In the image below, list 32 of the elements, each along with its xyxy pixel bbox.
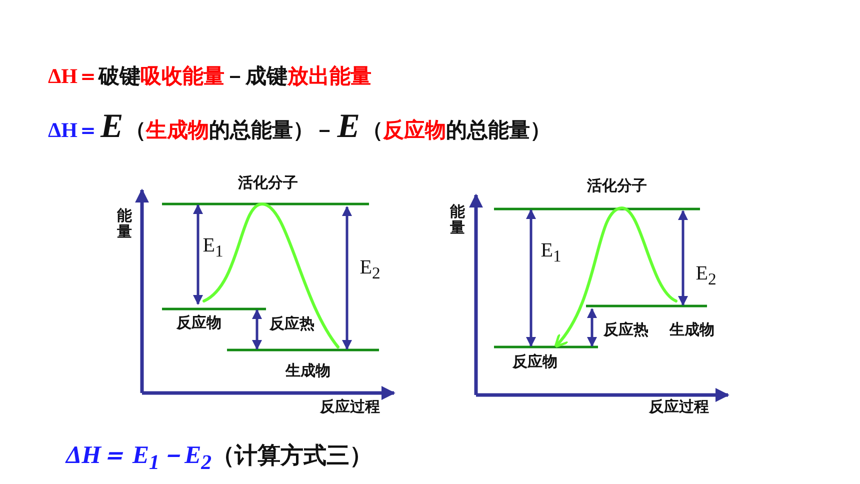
formula-text: ΔH＝ (48, 63, 99, 90)
formula-text: （ (362, 117, 383, 144)
formula-text: 放出能量 (288, 63, 372, 90)
energy-label: E$_{2}$ (696, 264, 716, 288)
formula-text: 的总能量） (446, 117, 551, 144)
formula-text: ΔH＝ (48, 117, 99, 144)
chart-label: 反应物 (176, 316, 222, 330)
chart-label: 反应热 (270, 316, 314, 332)
formula-text: 吸收能量 (140, 63, 225, 90)
energy-label: E$_{2}$ (360, 258, 380, 282)
formula-text: 生成物 (146, 117, 210, 144)
chart-label: 活化分子 (587, 178, 647, 194)
formula-text: 破键 (98, 63, 141, 90)
formula-text: E (336, 108, 361, 146)
axis-label: 能量 (117, 208, 133, 240)
formula-text: 的总能量）－ (209, 117, 336, 144)
chart-label: 反应过程 (320, 400, 380, 414)
axis-label: 能量 (450, 204, 466, 236)
formula-text: ΔH＝ E$_{1}$－E$_{2}$ (66, 441, 212, 475)
formula-text: 反应物 (382, 117, 446, 144)
chart-label: 反应过程 (649, 400, 709, 414)
energy-label: E$_{1}$ (540, 240, 562, 266)
chart-label: 反应热 (604, 322, 648, 338)
energy-label: E$_{1}$ (202, 236, 224, 260)
formula-text: （ (125, 117, 146, 144)
chart-label: 活化分子 (238, 176, 298, 190)
chart-label: 反应物 (512, 354, 558, 370)
formula-text: （计算方式三） (212, 442, 373, 471)
formula-text: E (99, 108, 124, 146)
formula-text: －成键 (224, 63, 288, 90)
chart-label: 生成物 (670, 322, 714, 338)
chart-label: 生成物 (286, 364, 330, 378)
